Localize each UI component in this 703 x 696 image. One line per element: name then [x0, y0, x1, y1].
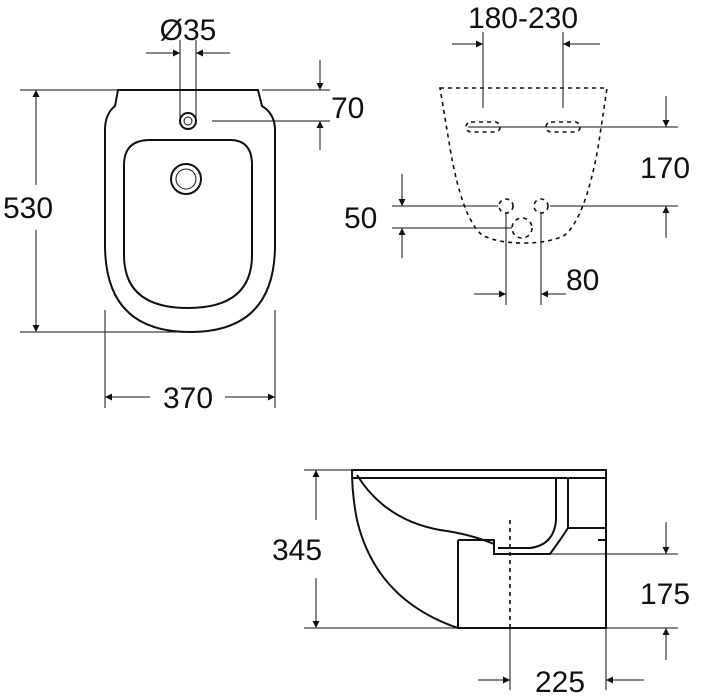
dim-waste-height: 175: [640, 578, 690, 611]
bowl-outline: [123, 139, 253, 310]
fixing-slot-left: [465, 121, 501, 133]
top-view: Ø35 70 530 370: [3, 14, 364, 415]
rear-wall-step: [568, 477, 606, 541]
waste-trap: [498, 477, 557, 549]
rear-pedestal: [457, 478, 569, 628]
drain-outer: [170, 163, 202, 195]
dim-fixing-spacing: 180-230: [468, 2, 578, 35]
dim-fixing-height: 170: [640, 152, 690, 185]
dim-height: 345: [272, 534, 322, 567]
dim-inlet-height: 50: [344, 202, 377, 235]
waste-outlet: [511, 217, 533, 239]
side-outline: [350, 469, 607, 629]
side-view: 345 175 225: [272, 469, 690, 696]
dim-width: 370: [163, 382, 213, 415]
dim-hole-offset: 70: [331, 92, 364, 125]
dim-depth: 530: [3, 192, 53, 225]
dim-inlet-spacing: 80: [566, 264, 599, 297]
rear-outline-dashed: [439, 87, 608, 244]
tap-hole-inner: [183, 116, 193, 126]
drain-inner: [175, 168, 197, 190]
dim-hole-diameter: Ø35: [160, 14, 217, 47]
bowl-profile: [356, 474, 495, 545]
fixing-slot-right: [545, 121, 581, 133]
bidet-top-outline: [104, 89, 276, 334]
dim-waste-offset: 225: [535, 666, 585, 696]
tap-hole: [179, 112, 197, 130]
inlet-left: [498, 198, 514, 214]
rear-view: 180-230 170 50 80: [344, 2, 690, 305]
inlet-right: [533, 198, 549, 214]
